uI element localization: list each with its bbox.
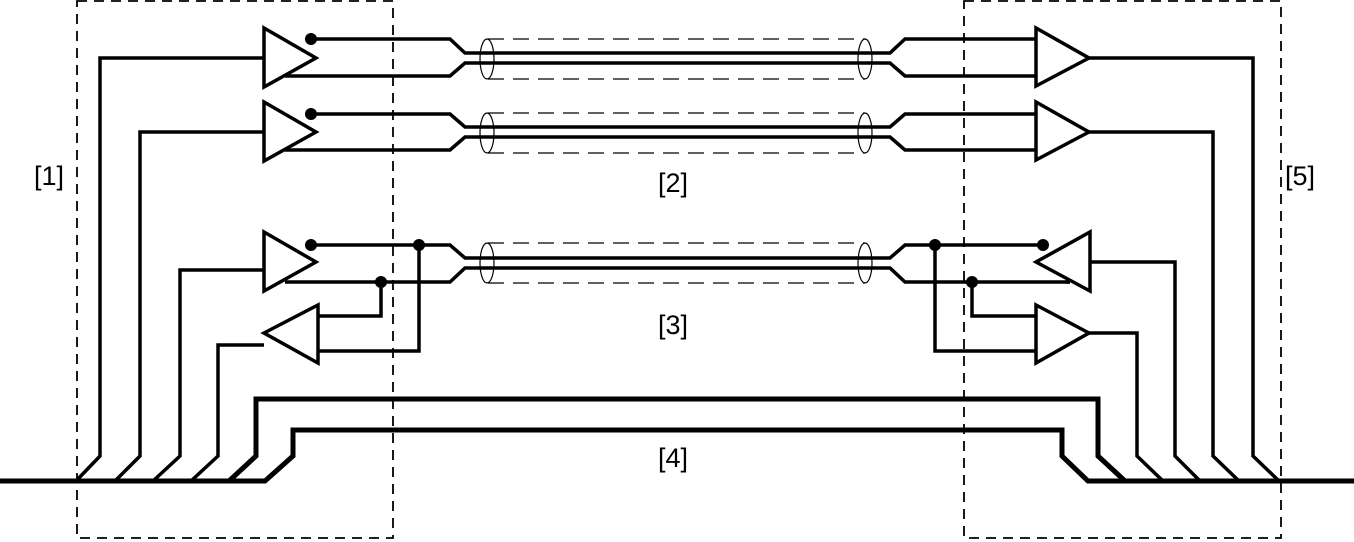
cable-shield-2 xyxy=(479,112,873,154)
receiver-1-icon xyxy=(1034,24,1093,89)
driver-3-right-icon xyxy=(1032,229,1092,294)
label-2: [2] xyxy=(658,168,689,198)
right-unit-box xyxy=(963,0,1282,539)
label-1: [1] xyxy=(34,161,65,191)
channel-2-pair xyxy=(285,112,1036,152)
left-unit-box xyxy=(76,0,394,539)
bus-left xyxy=(0,396,1354,484)
channel-3-pair xyxy=(285,243,1070,353)
receiver-2-icon xyxy=(1034,98,1093,163)
label-5: [5] xyxy=(1285,161,1316,191)
driver-3-icon xyxy=(262,228,320,294)
driver-2-icon xyxy=(262,98,320,164)
driver-1-icon xyxy=(262,24,320,90)
receiver-3-right-icon xyxy=(1034,302,1093,367)
cable-shield-3 xyxy=(479,242,873,284)
junction-dots xyxy=(305,33,1049,288)
cable-shield-1 xyxy=(479,38,873,80)
channel-1-pair xyxy=(285,37,1036,78)
bus-taps xyxy=(74,56,1281,483)
label-3: [3] xyxy=(658,310,689,340)
receiver-3-left-icon xyxy=(260,302,320,366)
label-4: [4] xyxy=(658,443,689,473)
